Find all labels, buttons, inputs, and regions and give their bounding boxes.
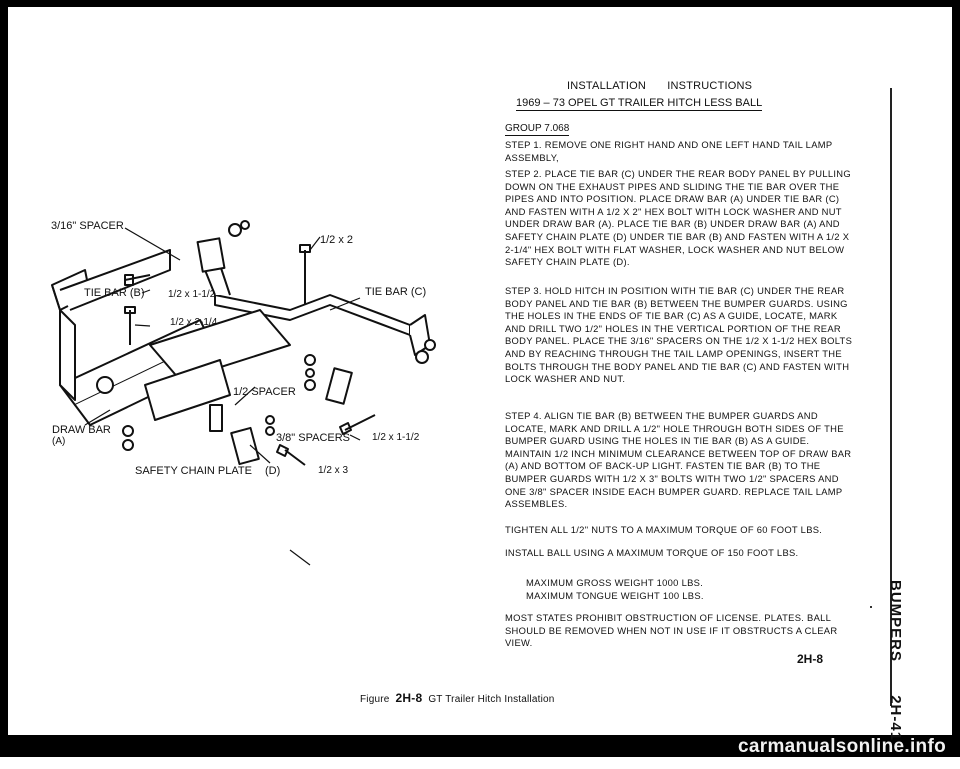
right-border (952, 0, 960, 735)
nut-center (304, 354, 316, 366)
label-spacer-3-16: 3/16" SPACER (51, 220, 124, 232)
side-section-label: BUMPERS 2H-41 (884, 580, 904, 741)
torque-nuts-text: TIGHTEN ALL 1/2" NUTS TO A MAXIMUM TORQU… (505, 524, 823, 535)
step-4: STEP 4. ALIGN TIE BAR (B) BETWEEN THE BU… (505, 410, 855, 511)
label-draw-bar-id: (A) (52, 436, 66, 447)
torque-nuts-note: TIGHTEN ALL 1/2" NUTS TO A MAXIMUM TORQU… (505, 524, 855, 537)
left-border (0, 0, 8, 735)
nut-top (228, 223, 242, 237)
bolt-right (339, 414, 376, 435)
title-left: INSTALLATION (567, 80, 647, 92)
step-4-text: STEP 4. ALIGN TIE BAR (B) BETWEEN THE BU… (505, 410, 852, 510)
group-number: GROUP 7.068 (505, 123, 570, 136)
hitch-exploded-diagram: 3/16" SPACER 1/2 x 2 TIE BAR (B) 1/2 x 1… (30, 195, 480, 595)
side-label-section: BUMPERS (887, 580, 904, 663)
caption-text: GT Trailer Hitch Installation (428, 694, 555, 705)
torque-ball-text: INSTALL BALL USING A MAXIMUM TORQUE OF 1… (505, 547, 799, 558)
label-spacer-1-2: 1/2 SPACER (233, 386, 296, 398)
hitch-drawing (51, 220, 436, 566)
document-subtitle: 1969 – 73 OPEL GT TRAILER HITCH LESS BAL… (516, 97, 763, 111)
label-bolt-1-2x1-1-2-bottom: 1/2 x 1-1/2 (372, 432, 420, 443)
spacer-right (325, 367, 353, 405)
label-safety-chain-plate: SAFETY CHAIN PLATE (135, 465, 252, 477)
hitch-ball-hole (96, 376, 114, 394)
step-2: STEP 2. PLACE TIE BAR (C) UNDER THE REAR… (505, 168, 855, 269)
bolt-bottom (276, 444, 306, 466)
step-1: STEP 1. REMOVE ONE RIGHT HAND AND ONE LE… (505, 139, 855, 164)
bottom-border (0, 735, 960, 757)
label-bolt-1-2x2-1-4: 1/2 x 2-1/4 (170, 317, 218, 328)
bolt-vertical-center (299, 244, 311, 305)
label-bolt-1-2x3: 1/2 x 3 (318, 465, 349, 476)
page-edge-rule (890, 88, 892, 706)
step-1-text: STEP 1. REMOVE ONE RIGHT HAND AND ONE LE… (505, 139, 833, 163)
license-notice: MOST STATES PROHIBIT OBSTRUCTION OF LICE… (505, 612, 855, 650)
step-3: STEP 3. HOLD HITCH IN POSITION WITH TIE … (505, 285, 855, 386)
top-border (0, 0, 960, 7)
label-tie-bar-c: TIE BAR (C) (365, 286, 427, 298)
page-number: 2H-8 (797, 652, 824, 666)
label-tie-bar-b: TIE BAR (B) (84, 287, 145, 299)
step-2-text: STEP 2. PLACE TIE BAR (C) UNDER THE REAR… (505, 168, 851, 268)
watermark: carmanualsonline.info (738, 736, 946, 757)
document-title: INSTALLATION INSTRUCTIONS (567, 80, 770, 92)
spacer-top (196, 237, 226, 273)
bolt-top (124, 274, 151, 286)
figure-caption: Figure 2H-8 GT Trailer Hitch Installatio… (360, 691, 555, 705)
tongue-weight: MAXIMUM TONGUE WEIGHT 100 LBS. (526, 589, 704, 601)
label-safety-chain-id: (D) (265, 465, 281, 477)
caption-prefix: Figure (360, 694, 390, 705)
bolt-vertical-left (124, 306, 136, 345)
gross-weight: MAXIMUM GROSS WEIGHT 1000 LBS. (526, 577, 704, 588)
nut-right (424, 339, 436, 351)
spacer-bottom (230, 426, 260, 466)
label-spacers-3-8: 3/8" SPACERS (276, 432, 351, 444)
caption-figure-id: 2H-8 (395, 691, 423, 705)
title-right: INSTRUCTIONS (667, 80, 753, 92)
license-notice-text: MOST STATES PROHIBIT OBSTRUCTION OF LICE… (505, 612, 838, 649)
step-3-text: STEP 3. HOLD HITCH IN POSITION WITH TIE … (505, 285, 853, 385)
label-draw-bar: DRAW BAR (52, 424, 111, 436)
torque-ball-note: INSTALL BALL USING A MAXIMUM TORQUE OF 1… (505, 547, 855, 560)
label-bolt-1-2x2: 1/2 x 2 (320, 234, 354, 246)
safety-chain-plate-shape (144, 359, 231, 421)
weight-limits: MAXIMUM GROSS WEIGHT 1000 LBS. MAXIMUM T… (526, 577, 876, 602)
speck (870, 606, 872, 608)
label-bolt-1-2x1-1-2-top: 1/2 x 1-1/2 (168, 289, 216, 300)
side-label-page: 2H-41 (887, 695, 904, 742)
